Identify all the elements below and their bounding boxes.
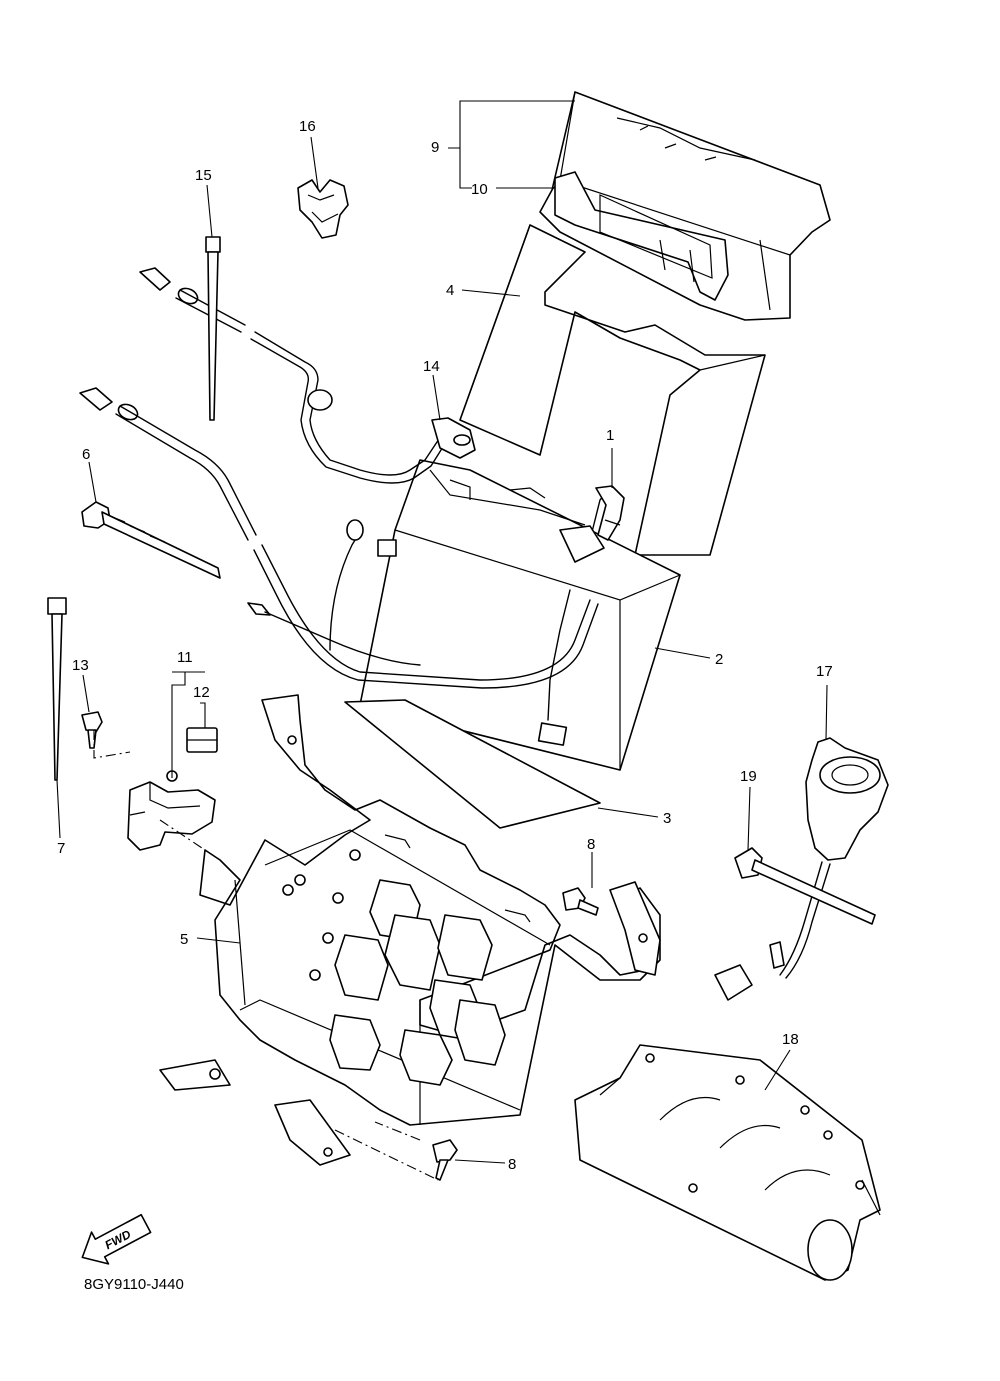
callout-14: 14	[423, 358, 440, 375]
callout-11: 11	[177, 649, 193, 666]
callout-13: 13	[72, 657, 89, 674]
battery-band-part	[459, 224, 766, 556]
callout-18: 18	[782, 1031, 799, 1048]
assembly-lines	[93, 730, 439, 1181]
relay-part	[127, 770, 216, 851]
callout-10: 10	[471, 181, 488, 198]
bolt-8-lower-part	[432, 1139, 458, 1181]
callout-17: 17	[816, 663, 833, 680]
battery-tray-part	[159, 694, 661, 1166]
wiring-cover-part	[574, 1044, 881, 1281]
callout-19: 19	[740, 768, 757, 785]
callout-15: 15	[195, 167, 212, 184]
sensor-lead-wire	[247, 487, 611, 721]
battery-part	[359, 459, 681, 771]
callout-16: 16	[299, 118, 316, 135]
callout-6: 6	[82, 446, 90, 463]
positive-lead-wire	[79, 387, 599, 689]
diagram-code: 8GY9110-J440	[84, 1276, 184, 1293]
callout-12: 12	[193, 684, 210, 701]
cable-tie-6-part	[81, 501, 221, 579]
terminal-bolt-part	[595, 485, 625, 541]
forward-direction-arrow: FWD	[81, 1213, 152, 1265]
callout-2: 2	[715, 651, 723, 668]
callout-5: 5	[180, 931, 188, 948]
fuse-12-part	[186, 727, 218, 753]
cable-tie-15-part	[205, 236, 221, 421]
cable-tie-19-part	[734, 847, 876, 925]
callout-3: 3	[663, 810, 671, 827]
leader-lines	[56, 100, 828, 1164]
callout-8-upper: 8	[587, 836, 595, 853]
callout-7: 7	[57, 840, 65, 857]
dc-outlet-part	[714, 737, 889, 1001]
cable-tie-7-part	[47, 597, 67, 781]
callout-8-lower: 8	[508, 1156, 516, 1173]
battery-pad-part	[344, 699, 601, 829]
clip-16-part	[297, 179, 349, 239]
callout-labels: 1 2 3 4 5 6 7 8 8 9 10 11 12 13 14 15 16…	[57, 118, 833, 1173]
bolt-8-upper-part	[562, 887, 599, 916]
callout-9: 9	[431, 139, 439, 156]
negative-lead-wire	[139, 267, 476, 484]
callout-1: 1	[606, 427, 614, 444]
battery-cover-part	[539, 91, 831, 321]
bolt-13-part	[81, 711, 103, 749]
callout-4: 4	[446, 282, 454, 299]
